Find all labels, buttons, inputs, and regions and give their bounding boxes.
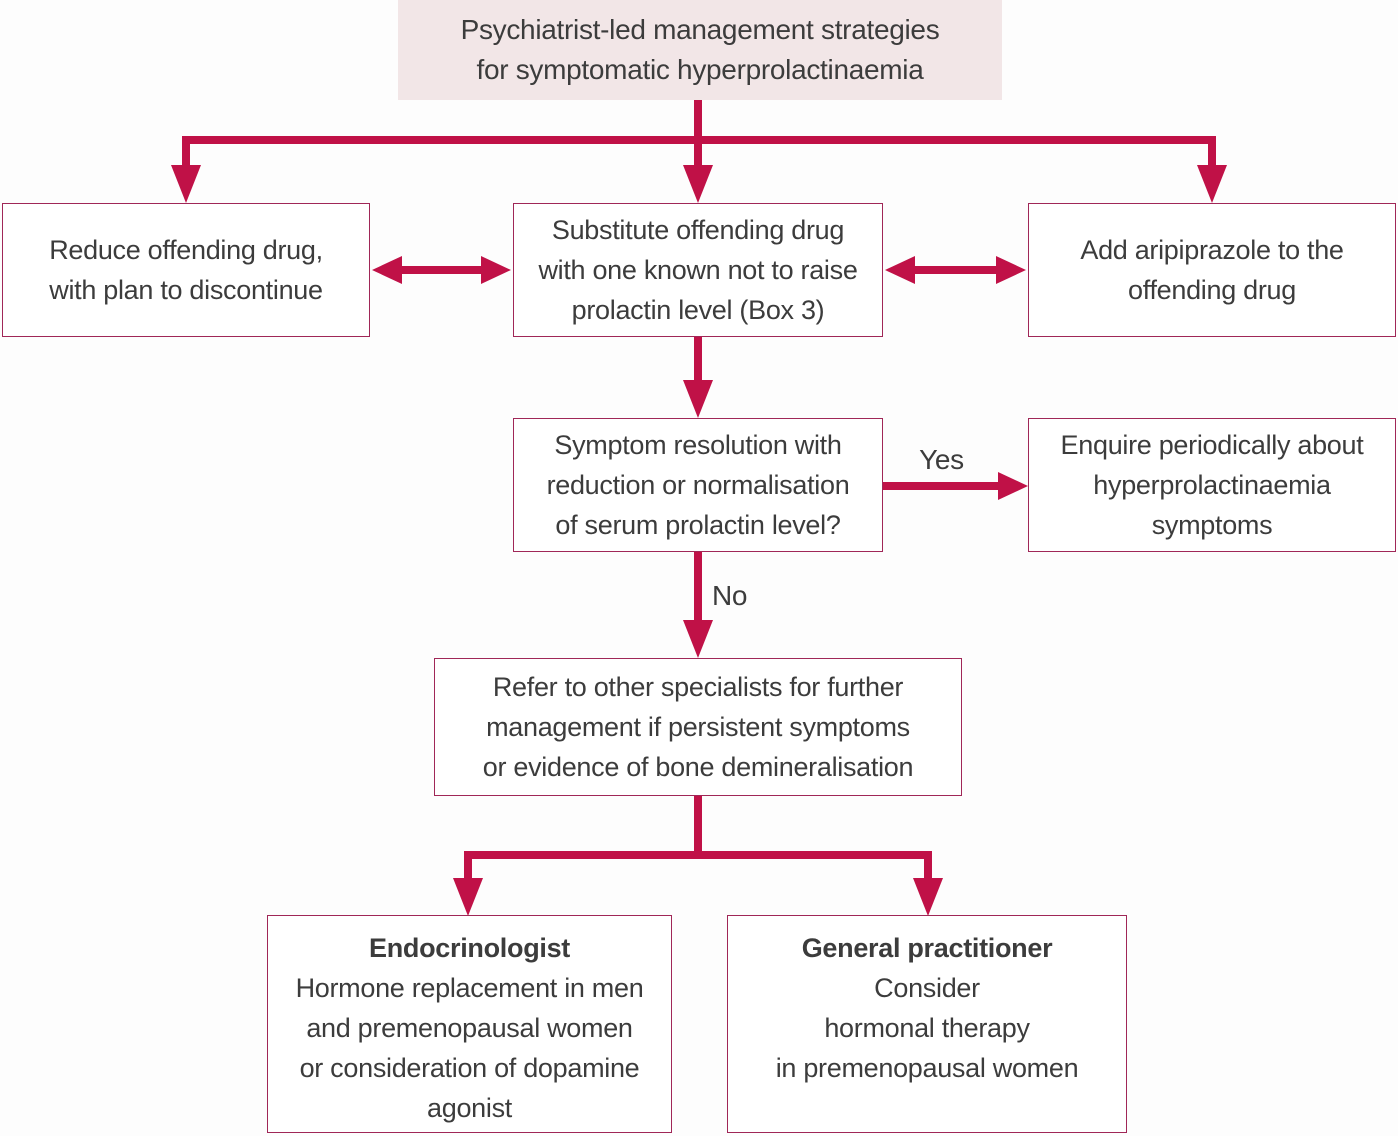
node-refer-specialists: Refer to other specialists for further m…	[434, 658, 962, 796]
label-no: No	[712, 580, 748, 611]
arrowhead-toward-aripiprazole-icon	[996, 256, 1026, 284]
connector-bottom-right-vertical	[924, 851, 932, 880]
node-general-practitioner-body: Consider hormonal therapy in premenopaus…	[775, 973, 1079, 1083]
arrowhead-into-refer-icon	[683, 620, 713, 658]
connector-yes	[883, 482, 1000, 490]
arrowhead-into-enquire-icon	[998, 472, 1028, 500]
arrowhead-into-endocrinologist-icon	[453, 878, 483, 916]
arrowhead-into-aripiprazole-icon	[1197, 165, 1227, 203]
connector-substitute-aripiprazole	[911, 266, 998, 274]
node-endocrinologist-body: Hormone replacement in men and premenopa…	[295, 973, 644, 1123]
connector-title-stem	[694, 100, 702, 166]
connector-bottom-horizontal	[464, 851, 932, 859]
label-yes: Yes	[919, 444, 964, 475]
arrowhead-into-gp-icon	[913, 878, 943, 916]
connector-bottom-left-vertical	[464, 851, 472, 880]
node-enquire-periodically: Enquire periodically about hyperprolacti…	[1028, 418, 1396, 552]
node-add-aripiprazole: Add aripiprazole to the offending drug	[1028, 203, 1396, 337]
node-reduce-drug: Reduce offending drug, with plan to disc…	[2, 203, 370, 337]
node-general-practitioner-heading: General practitioner	[801, 933, 1053, 963]
connector-substitute-symptom	[694, 337, 702, 383]
connector-branch-horizontal	[182, 136, 1216, 144]
node-title: Psychiatrist-led management strategies f…	[398, 0, 1002, 100]
connector-refer-stem	[694, 796, 702, 859]
connector-reduce-substitute	[399, 266, 484, 274]
arrowhead-into-symptom-icon	[683, 380, 713, 418]
arrowhead-into-substitute-icon	[683, 165, 713, 203]
arrowhead-into-reduce-icon	[171, 165, 201, 203]
arrowhead-toward-reduce-icon	[372, 256, 402, 284]
node-endocrinologist: Endocrinologist Hormone replacement in m…	[267, 915, 672, 1133]
connector-branch-left-vertical	[182, 136, 190, 167]
node-symptom-resolution: Symptom resolution with reduction or nor…	[513, 418, 883, 552]
node-substitute-drug: Substitute offending drug with one known…	[513, 203, 883, 337]
connector-no	[694, 552, 702, 622]
connector-branch-right-vertical	[1208, 136, 1216, 167]
node-general-practitioner: General practitioner Consider hormonal t…	[727, 915, 1127, 1133]
arrowhead-toward-substitute2-icon	[885, 256, 915, 284]
arrowhead-toward-substitute-icon	[481, 256, 511, 284]
node-endocrinologist-heading: Endocrinologist	[369, 933, 570, 963]
